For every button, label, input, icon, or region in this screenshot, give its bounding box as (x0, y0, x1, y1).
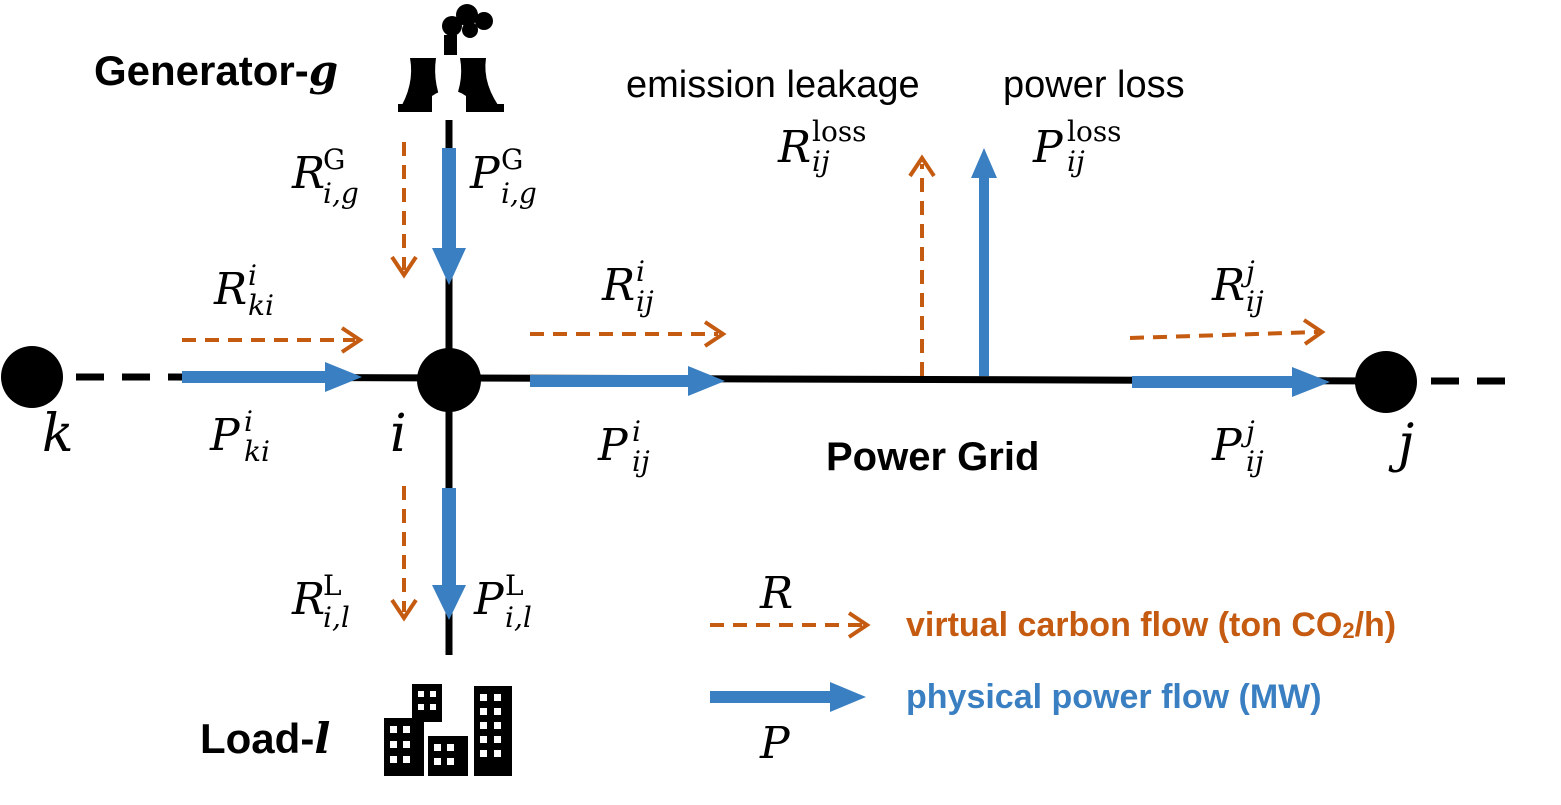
legend-carbon-label: virtual carbon flow (ton CO2/h) (906, 606, 1397, 644)
legend-power-symbol: P (760, 718, 790, 769)
arrow-P-ki (182, 362, 362, 392)
node-k-label: k (42, 404, 74, 464)
generator-label: Generator-g (94, 46, 339, 95)
arrow-P-loss (971, 148, 997, 376)
power-plant-icon (398, 4, 504, 112)
city-buildings-icon (384, 684, 512, 776)
legend-carbon-symbol: R (760, 568, 794, 619)
node-j (1355, 351, 1417, 413)
power-loss-label: power loss (1003, 64, 1185, 106)
power-grid-label: Power Grid (826, 435, 1040, 479)
emission-leakage-label: emission leakage (626, 64, 920, 106)
node-k (1, 346, 63, 408)
node-i (417, 348, 481, 412)
legend-power-label: physical power flow (MW) (906, 678, 1322, 716)
arrow-P-ij-i (530, 366, 725, 396)
carbon-flow-arrows (182, 142, 1326, 639)
node-i-label: i (390, 404, 407, 464)
load-label: Load-l (200, 714, 331, 763)
legend-carbon-arrowhead (847, 611, 871, 639)
power-flow-arrows (182, 148, 1330, 712)
bus-nodes (1, 346, 1417, 413)
arrow-P-gen (432, 148, 466, 285)
arrow-P-ij-j (1132, 367, 1330, 397)
node-j-label: j (1398, 414, 1415, 474)
arrow-P-load (432, 488, 466, 620)
legend-power-arrow (710, 682, 866, 712)
